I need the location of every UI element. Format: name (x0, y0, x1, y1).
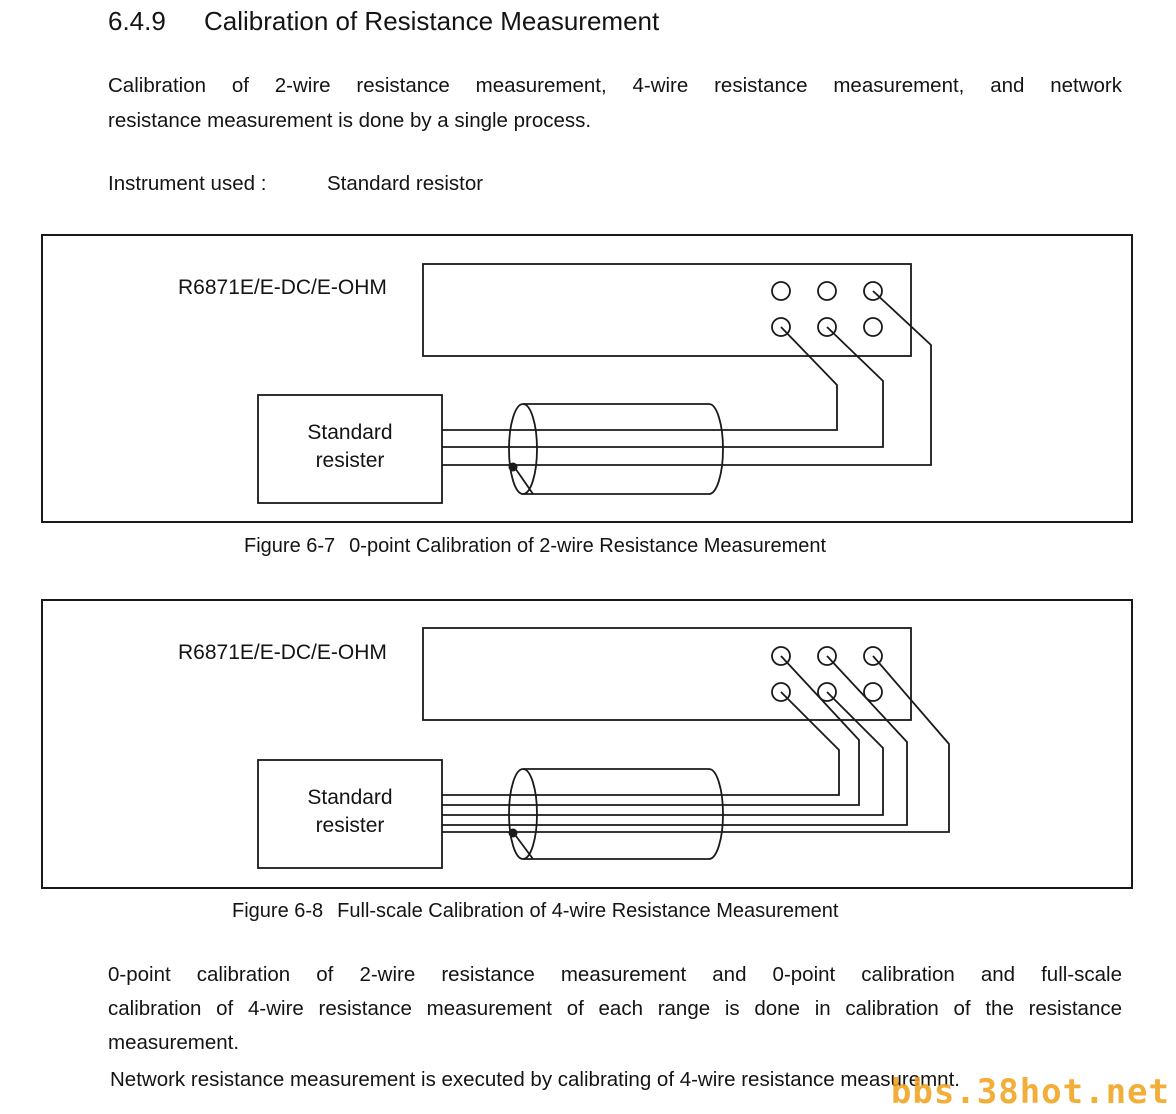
watermark: bbs.38hot.net (890, 1072, 1170, 1112)
figure-6-7-diagram (41, 234, 1133, 523)
caption-number: Figure 6-7 (244, 535, 336, 557)
resistor-label-line-2: resister (315, 814, 385, 837)
closing-paragraph-2: Network resistance measurement is execut… (110, 1068, 960, 1091)
section-number: 6.4.9 (108, 6, 166, 36)
terminal-group (771, 281, 883, 337)
caption-text: 0-point Calibration of 2-wire Resistance… (349, 535, 827, 557)
figure-6-7-device-label: R6871E/E-DC/E-OHM (178, 276, 387, 299)
closing-line-3: measurement. (108, 1031, 240, 1054)
instrument-used: Instrument used : Standard resistor (108, 172, 483, 196)
caption-text: Full-scale Calibration of 4-wire Resista… (337, 900, 839, 922)
instrument-label: Instrument used : (108, 172, 267, 195)
instrument-value: Standard resistor (327, 172, 484, 195)
intro-line-2: resistance measurement is done by a sing… (108, 109, 592, 132)
intro-paragraph: Calibration of 2-wire resistance measure… (108, 68, 1122, 138)
shield-junction-dot (508, 828, 518, 838)
closing-paragraph-1: 0-point calibration of 2-wire resistance… (108, 958, 1122, 1060)
figure-6-8-diagram (41, 599, 1133, 889)
figure-6-8-caption: Figure 6-8 Full-scale Calibration of 4-wi… (232, 900, 838, 923)
figure-6-8-resistor-label: Standard resister (258, 784, 442, 840)
connection-wires (442, 290, 932, 495)
instrument-panel (422, 627, 912, 721)
section-title: Calibration of Resistance Measurement (204, 6, 660, 36)
resistor-label-line-1: Standard (307, 786, 393, 809)
figure-6-7-resistor-label: Standard resister (258, 419, 442, 475)
caption-number: Figure 6-8 (232, 900, 324, 922)
resistor-label-line-2: resister (315, 449, 385, 472)
standard-resistor-box (257, 394, 443, 504)
closing-line-2: calibration of 4-wire resistance measure… (108, 997, 1122, 1020)
resistor-label-line-1: Standard (307, 421, 393, 444)
instrument-panel (422, 263, 912, 357)
shield-cable (508, 403, 724, 495)
closing-line-1: 0-point calibration of 2-wire resistance… (108, 963, 1122, 986)
intro-line-1: Calibration of 2-wire resistance measure… (108, 74, 1122, 97)
figure-6-8-frame (41, 599, 1133, 889)
shield-junction-dot (508, 462, 518, 472)
shield-cable (508, 768, 724, 860)
section-heading: 6.4.9 Calibration of Resistance Measureme… (108, 6, 659, 37)
figure-6-7-caption: Figure 6-7 0-point Calibration of 2-wire … (244, 535, 826, 558)
connection-wires (442, 655, 950, 860)
figure-6-7-frame (41, 234, 1133, 523)
standard-resistor-box (257, 759, 443, 869)
figure-6-8-device-label: R6871E/E-DC/E-OHM (178, 641, 387, 664)
terminal-group (771, 646, 883, 702)
